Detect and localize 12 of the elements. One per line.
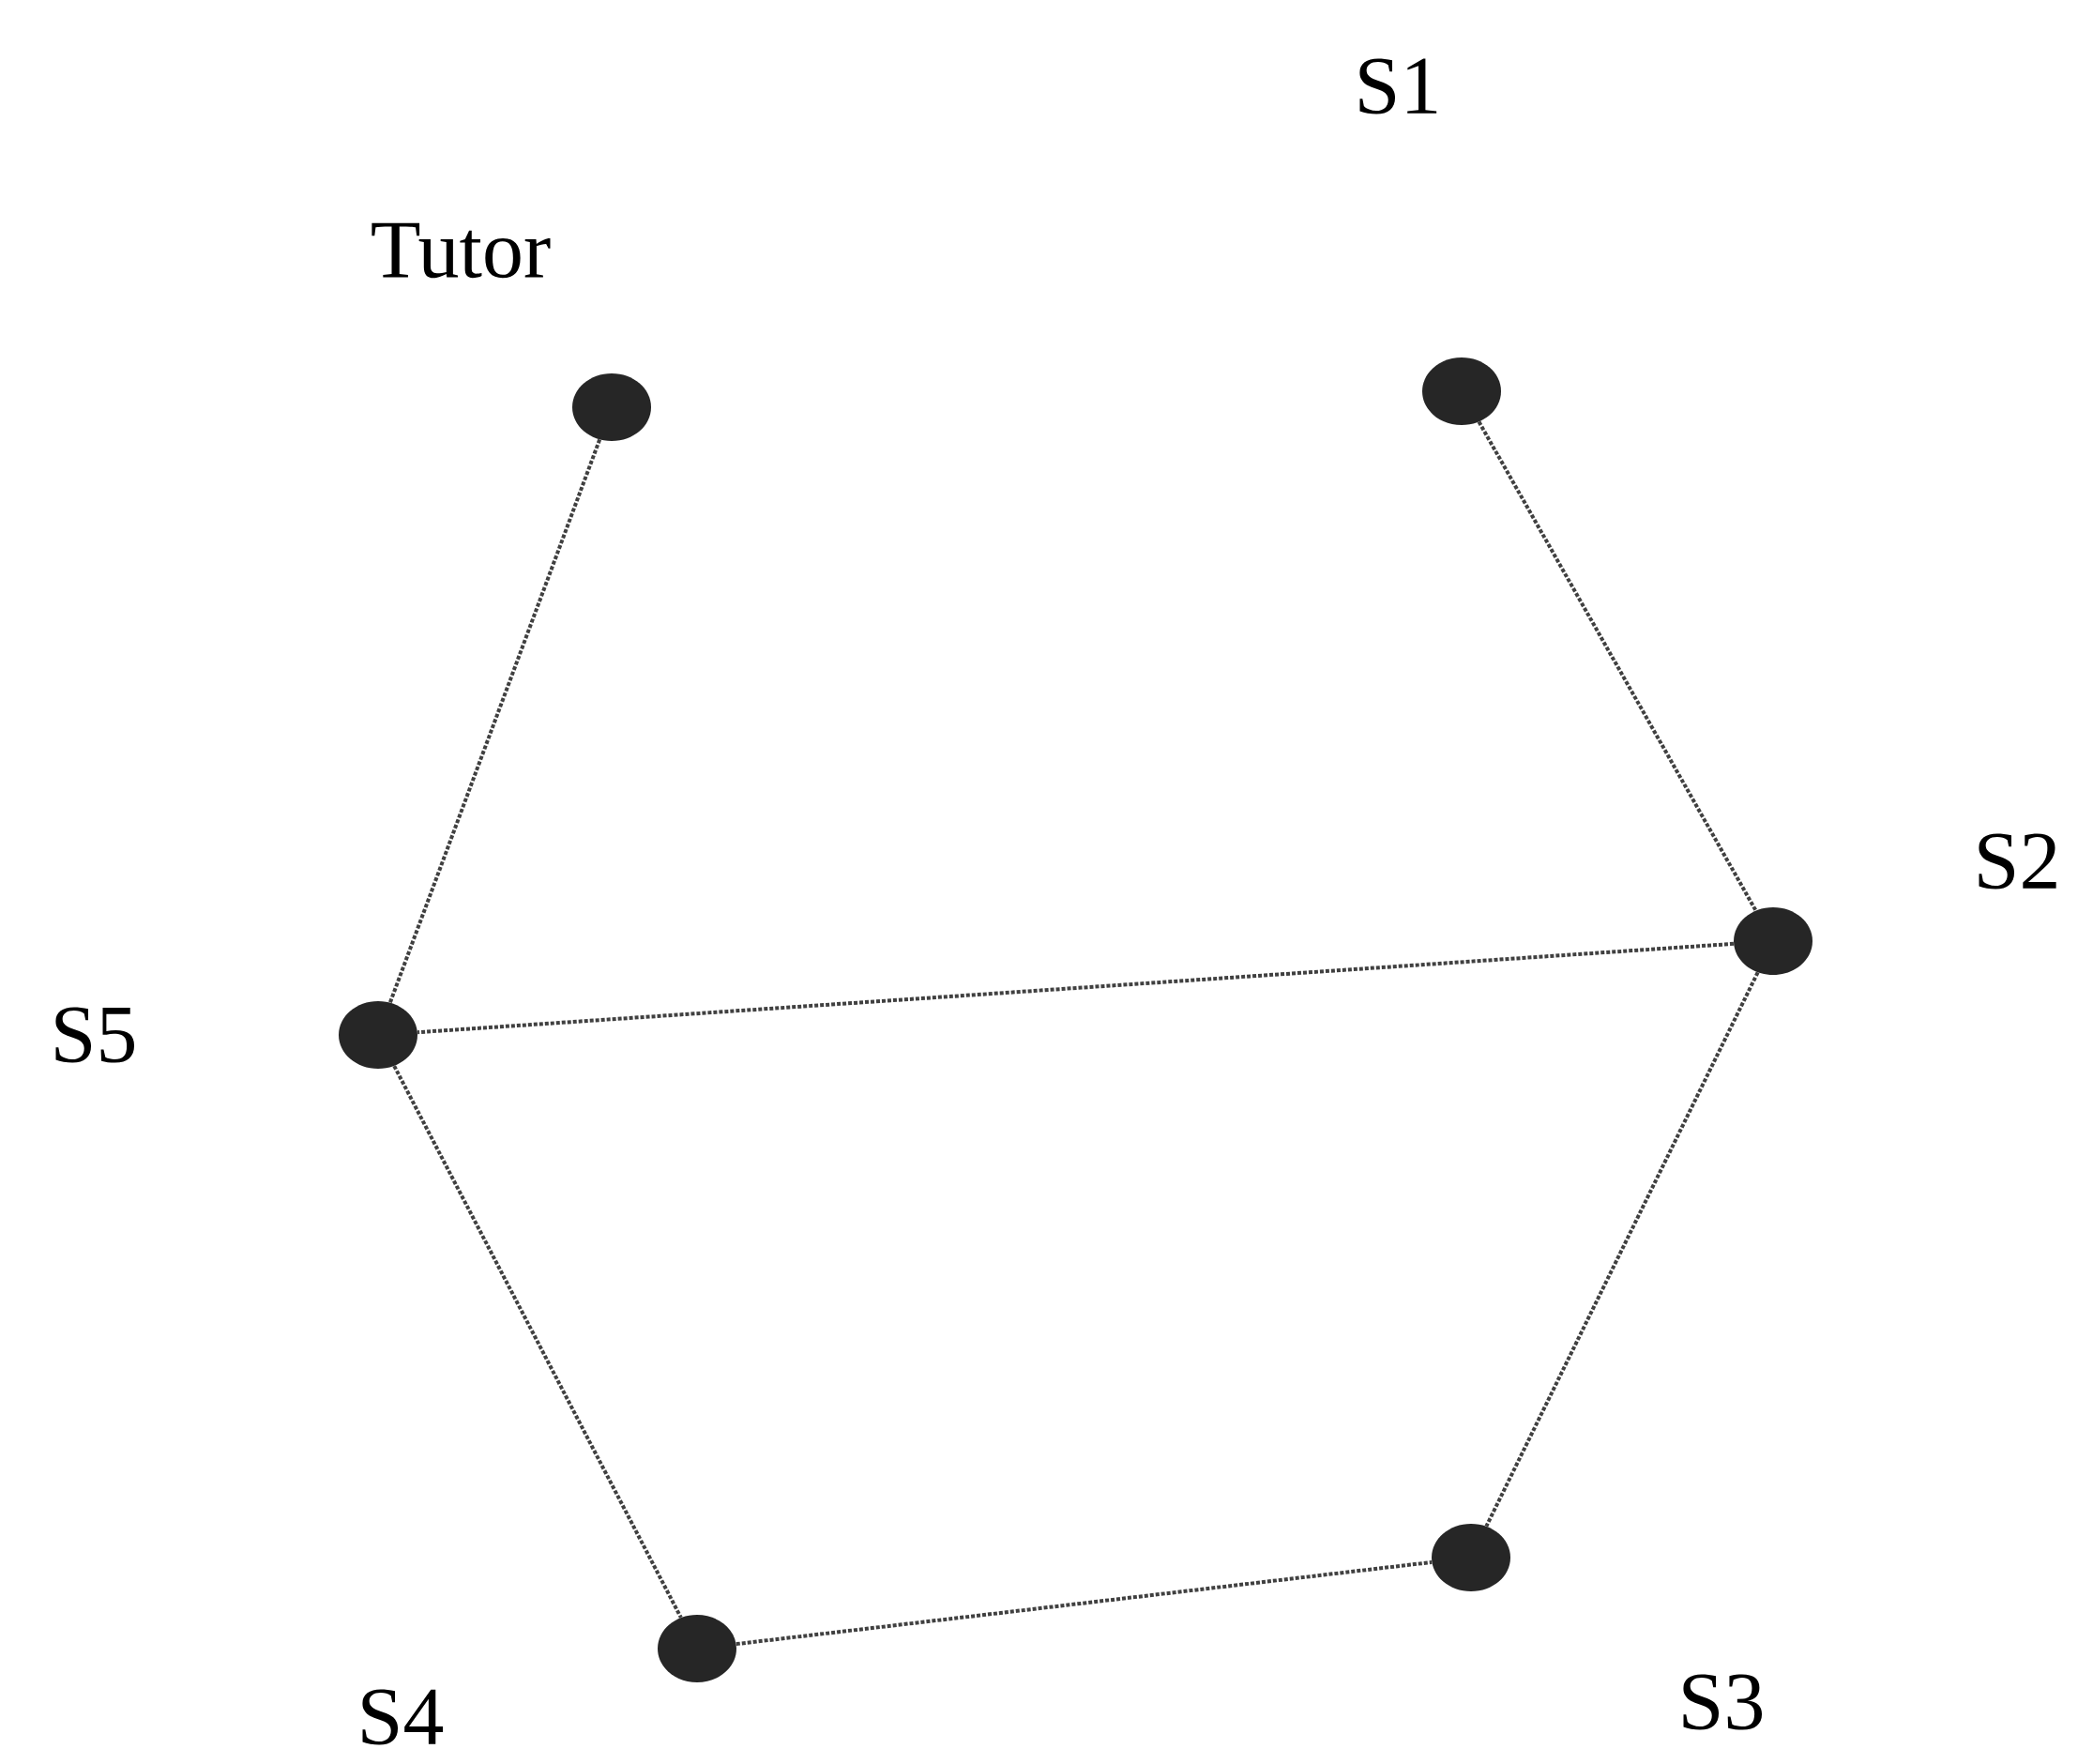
- dotted-line: [417, 941, 1735, 1035]
- dotted-line: [1477, 420, 1758, 912]
- dotted-line: [392, 1065, 683, 1619]
- node-label: S3: [1683, 1674, 1763, 1730]
- node-label: Tutor: [372, 222, 551, 279]
- dotted-line: [1484, 971, 1760, 1528]
- dotted-line: [387, 438, 602, 1004]
- node-label: S2: [1979, 833, 2056, 890]
- node-label: S5: [55, 1007, 134, 1063]
- dotted-line: [736, 1559, 1433, 1647]
- node-label: S1: [1359, 58, 1437, 114]
- node-label: S4: [362, 1689, 444, 1745]
